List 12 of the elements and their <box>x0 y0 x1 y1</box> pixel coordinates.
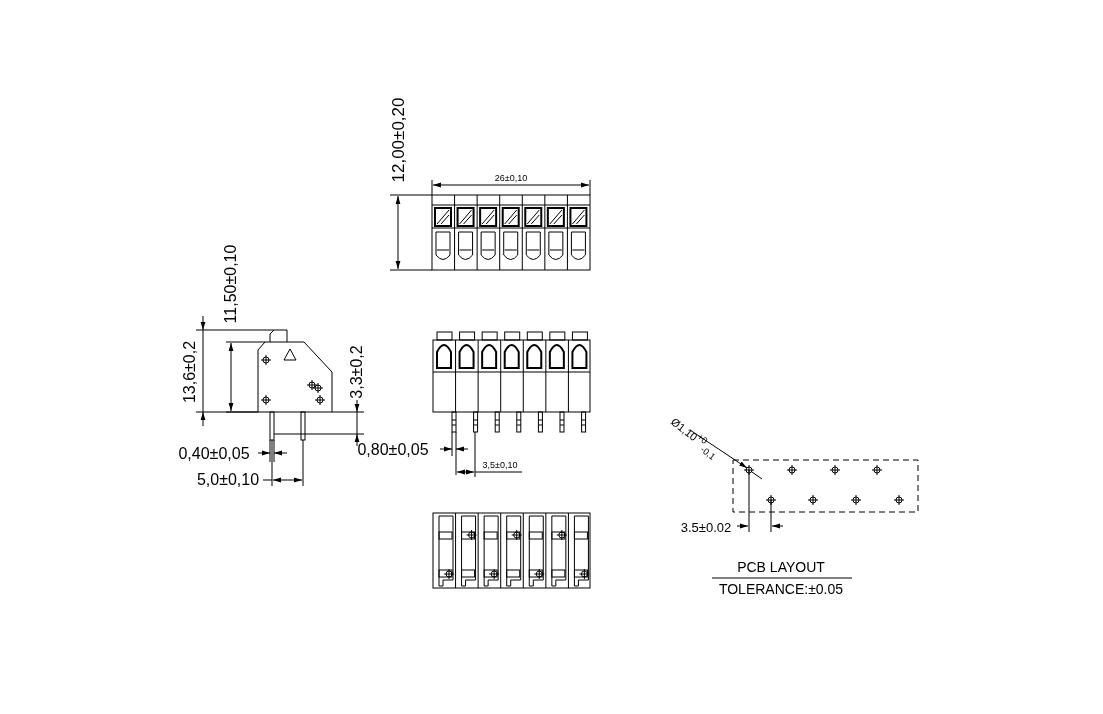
dimension-label: 0,80±0,05 <box>357 442 429 458</box>
dimension-label: PCB LAYOUT <box>737 560 825 574</box>
dimension-label: 0,40±0,05 <box>178 446 250 462</box>
dimension-label: 11,50±0,10 <box>223 244 239 324</box>
dimension-label: 3.5±0.02 <box>680 520 732 534</box>
dimension-label: 13,6±0,2 <box>182 340 198 404</box>
dimension-label: 3,5±0,10 <box>482 460 518 470</box>
dimension-label: 26±0,10 <box>494 173 528 183</box>
dimension-label: 3,3±0,2 <box>349 345 365 399</box>
dimension-label: TOLERANCE:±0.05 <box>718 582 844 596</box>
dimension-label: 12,00±0,20 <box>389 97 407 183</box>
dimension-label: 5,0±0,10 <box>196 472 260 488</box>
